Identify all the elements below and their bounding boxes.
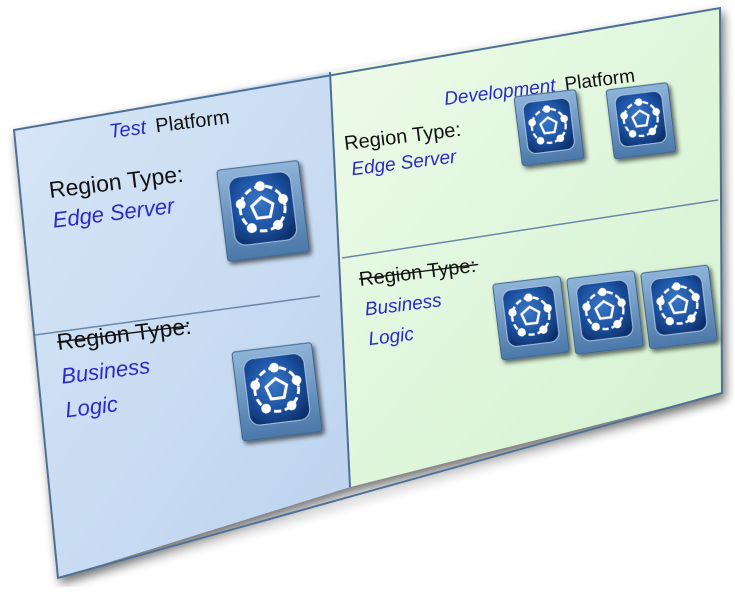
test-platform-title-italic: Test <box>108 116 149 143</box>
region-type-strikethrough <box>359 263 479 280</box>
network-pentagon-icon <box>566 270 644 355</box>
network-pentagon-icon <box>640 264 718 350</box>
frame-border <box>12 6 724 580</box>
network-pentagon-icon <box>216 160 310 262</box>
network-pentagon-icon <box>513 89 585 167</box>
platform-divider <box>329 71 351 488</box>
region-type-strikethrough <box>56 325 189 343</box>
network-pentagon-icon <box>492 275 570 361</box>
network-pentagon-icon <box>605 82 677 160</box>
test-region-divider <box>34 295 321 336</box>
dev-region-divider <box>341 199 719 259</box>
network-pentagon-icon <box>231 342 323 442</box>
region-node-icons <box>216 82 718 442</box>
